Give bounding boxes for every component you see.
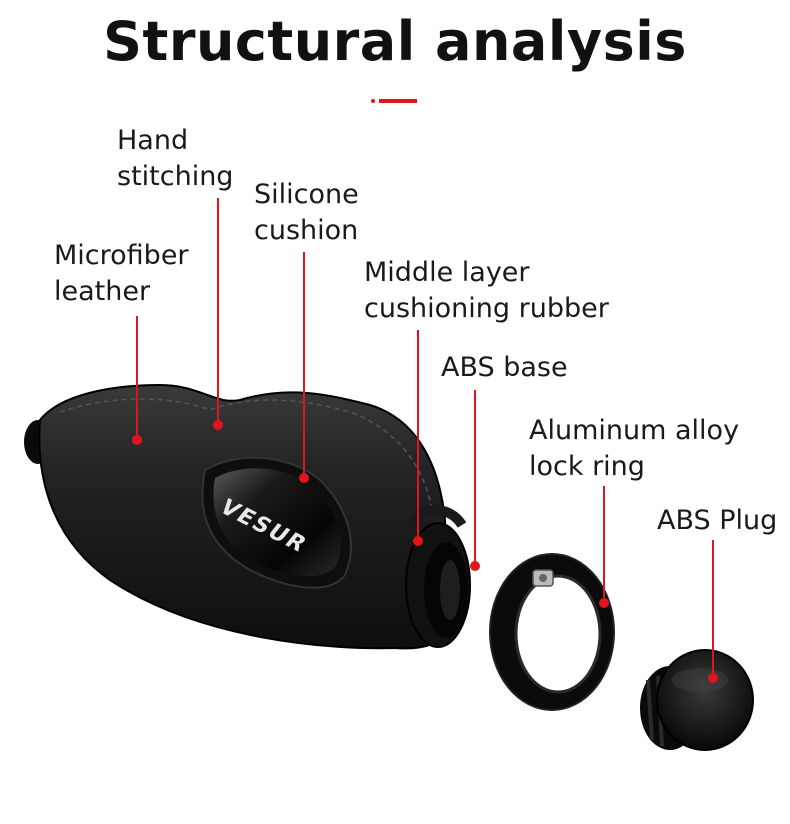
dot-abs-plug — [708, 673, 718, 683]
label-silicone-cushion: Silicone cushion — [254, 179, 359, 246]
dot-microfiber-leather — [132, 435, 142, 445]
abs-plug — [640, 649, 754, 751]
aluminum-lock-ring — [489, 553, 615, 711]
label-hand-stitching: Hand stitching — [117, 125, 234, 192]
label-abs-base: ABS base — [441, 352, 568, 383]
label-aluminum-ring: Aluminum alloy lock ring — [529, 415, 740, 482]
dot-middle-layer — [413, 536, 423, 546]
dot-hand-stitching — [213, 420, 223, 430]
page-title: Structural analysis — [103, 10, 687, 73]
dot-abs-base — [470, 561, 480, 571]
dot-aluminum-ring — [599, 598, 609, 608]
label-microfiber-leather: Microfiber leather — [54, 240, 189, 307]
leader-lines — [132, 198, 718, 683]
abs-base-end — [405, 505, 471, 648]
label-abs-plug: ABS Plug — [657, 505, 778, 536]
dot-silicone-cushion — [299, 473, 309, 483]
title-accent-bar — [379, 99, 417, 103]
grip-body — [24, 383, 452, 650]
label-middle-layer: Middle layer cushioning rubber — [364, 257, 609, 324]
title-accent-dot — [371, 99, 375, 103]
